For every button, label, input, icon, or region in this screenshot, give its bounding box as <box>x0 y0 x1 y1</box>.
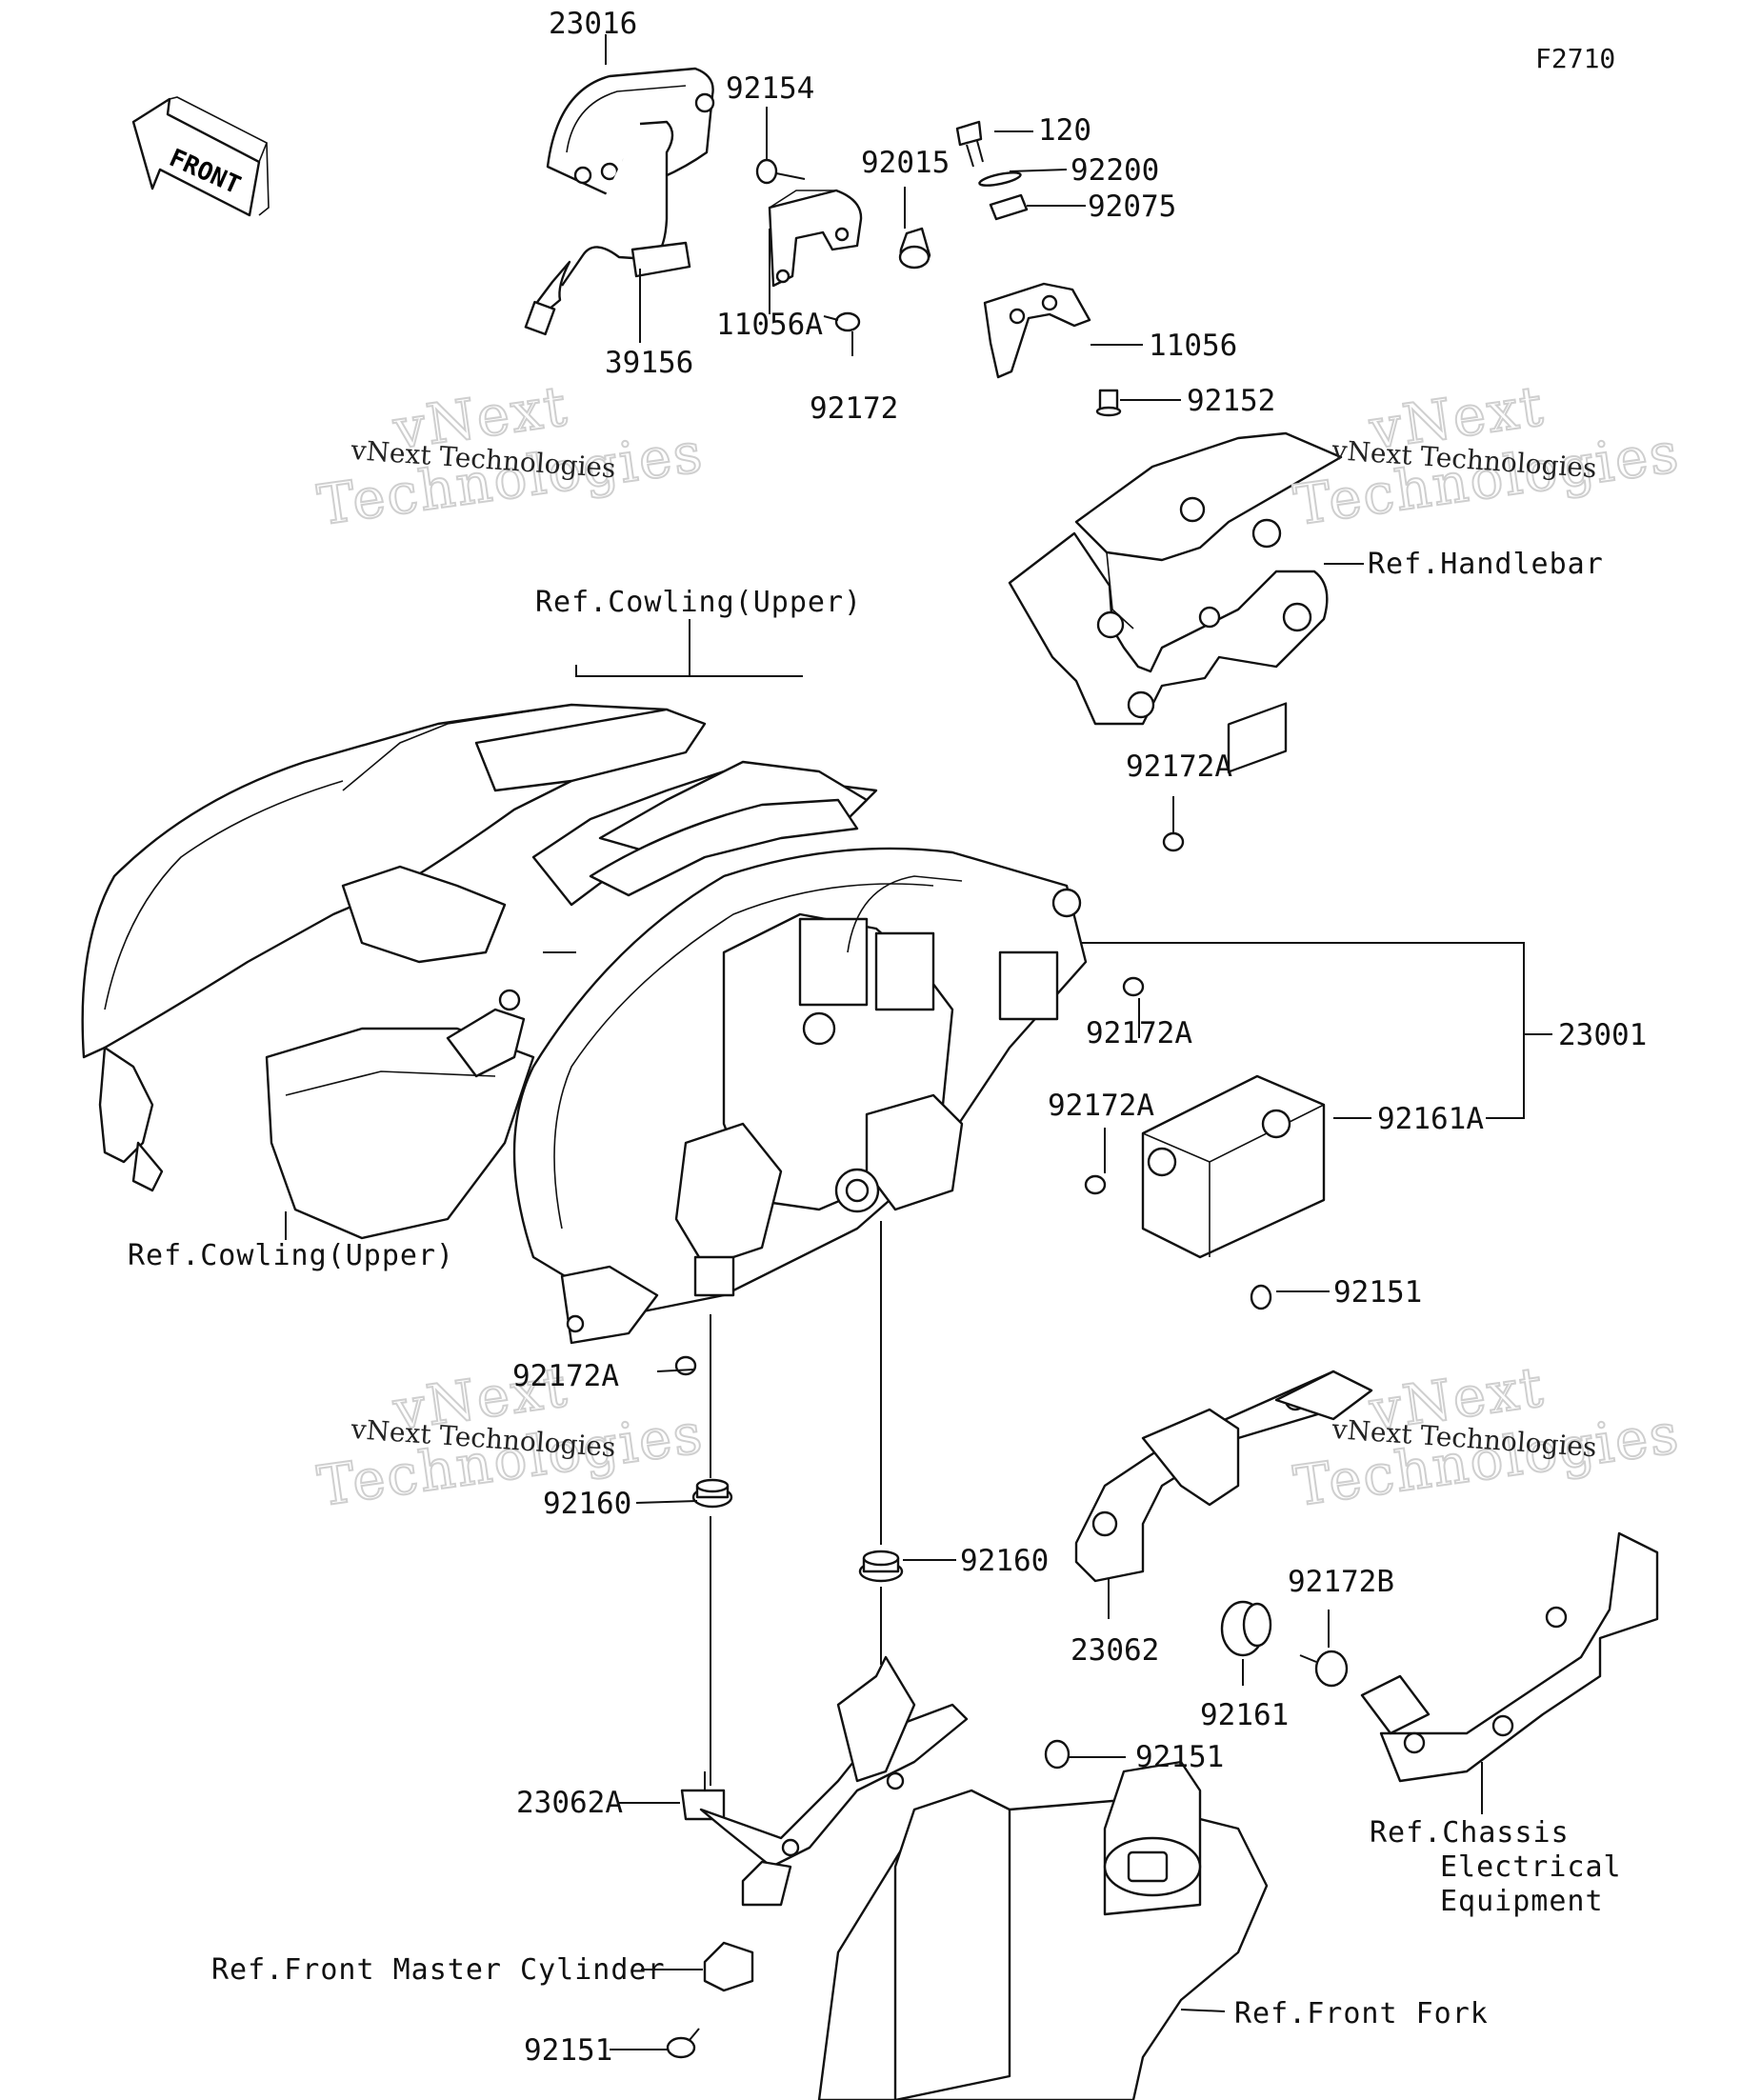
handlebar-holder-drawing <box>1008 431 1343 726</box>
part-label-92172a-lower: 92172A <box>1048 1089 1154 1123</box>
part-label-23001: 23001 <box>1558 1018 1648 1052</box>
part-label-92160-left: 92160 <box>543 1487 632 1521</box>
ref-chassis-line2: Electrical <box>1440 1850 1622 1884</box>
bolt-120-drawing <box>955 120 984 168</box>
part-label-92172a-top: 92172A <box>1126 750 1232 784</box>
part-label-11056: 11056 <box>1149 329 1238 363</box>
ecu-box-92161a-drawing <box>1141 702 1326 1259</box>
part-label-23062a: 23062A <box>516 1786 623 1820</box>
part-label-120: 120 <box>1038 113 1091 148</box>
bracket-11056-drawing <box>983 282 1091 379</box>
ref-cowling-upper-left: Ref.Cowling(Upper) <box>128 1239 455 1272</box>
bracket-11056a-drawing <box>768 189 863 288</box>
part-label-92172a-mid: 92172A <box>1086 1016 1192 1050</box>
grommet-92160-2-drawing <box>858 1550 904 1583</box>
spacer-92075-drawing <box>989 193 1029 221</box>
ref-chassis-line3: Equipment <box>1440 1885 1604 1918</box>
leader-lines <box>285 34 1552 2050</box>
bolt-92151-1-drawing <box>1250 1284 1272 1310</box>
part-label-92161: 92161 <box>1200 1698 1290 1732</box>
part-label-92151-right: 92151 <box>1333 1275 1423 1310</box>
bolt-92154-drawing <box>755 158 806 185</box>
part-label-92172: 92172 <box>810 391 899 426</box>
part-label-92172a-left: 92172A <box>512 1359 619 1393</box>
diagram-code: F2710 <box>1535 43 1616 74</box>
bolt-92151-2-drawing <box>1044 1739 1071 1770</box>
bolt-92151-3-drawing <box>666 2028 700 2059</box>
collar-92015-drawing <box>898 227 931 270</box>
part-label-39156: 39156 <box>605 346 694 380</box>
front-arrow-icon: FRONT <box>131 96 270 217</box>
part-label-11056a: 11056A <box>716 308 823 342</box>
upper-cowling-drawing <box>81 703 878 1240</box>
part-label-92151-bottom: 92151 <box>524 2033 613 2068</box>
ref-cowling-upper-top: Ref.Cowling(Upper) <box>535 586 863 619</box>
ref-front-fork: Ref.Front Fork <box>1234 1997 1489 2030</box>
part-label-92151-center: 92151 <box>1135 1740 1225 1774</box>
part-label-92200: 92200 <box>1071 153 1160 188</box>
part-label-92172b: 92172B <box>1288 1565 1394 1599</box>
part-label-92015: 92015 <box>861 146 951 180</box>
part-label-92075: 92075 <box>1088 190 1177 224</box>
part-label-92160-center: 92160 <box>960 1544 1050 1578</box>
part-label-92161a: 92161A <box>1377 1102 1484 1136</box>
chassis-bracket-drawing <box>1360 1531 1659 1783</box>
bolt-92172-drawing <box>823 311 861 332</box>
screw-92172b-drawing <box>1299 1650 1349 1688</box>
meter-unit-drawing <box>524 67 715 336</box>
part-label-92152: 92152 <box>1187 384 1276 418</box>
part-label-23062: 23062 <box>1071 1633 1160 1668</box>
part-label-92154: 92154 <box>726 71 815 106</box>
front-fork-drawing <box>741 1760 1269 2100</box>
ref-front-master-cylinder: Ref.Front Master Cylinder <box>211 1953 666 1987</box>
ref-handlebar: Ref.Handlebar <box>1368 548 1604 581</box>
washer-92200-drawing <box>978 171 1022 187</box>
ref-chassis-line1: Ref.Chassis <box>1370 1816 1570 1850</box>
grommet-92152-drawing <box>1095 389 1122 417</box>
part-label-23016: 23016 <box>549 7 638 41</box>
lower-stay-23062a-drawing <box>680 1655 969 1869</box>
headlight-assembly-drawing <box>512 847 1088 1345</box>
bracket-23062-drawing <box>1074 1370 1373 1583</box>
grommet-92161-drawing <box>1220 1600 1272 1657</box>
grommet-92160-1-drawing <box>691 1478 733 1509</box>
bracket-front-master-drawing <box>703 1941 754 1992</box>
